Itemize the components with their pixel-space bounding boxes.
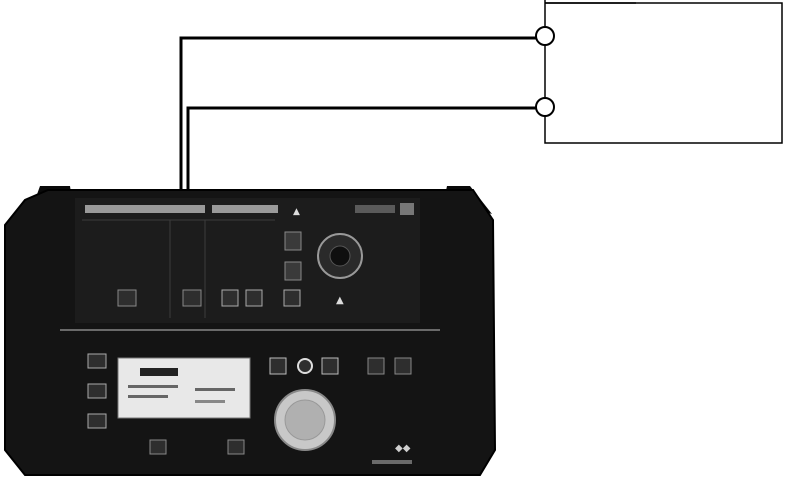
warning-icon: ▲ [293, 207, 300, 217]
load-box [544, 0, 783, 144]
rotary-knob-upper-center [329, 245, 351, 267]
brand-name-strip [372, 460, 412, 464]
upper-side-button-1[interactable] [284, 231, 302, 251]
lower-side-button-1[interactable] [87, 353, 107, 369]
wire-lower [186, 106, 536, 210]
control-round-button[interactable] [297, 358, 313, 374]
display-line-2 [128, 395, 168, 398]
lower-button-1[interactable] [149, 439, 167, 455]
label-strip-left [85, 205, 205, 213]
label-strip-middle [212, 205, 278, 213]
lower-side-button-3[interactable] [87, 413, 107, 429]
panel-button-2[interactable] [182, 289, 202, 307]
display-line-1 [128, 385, 178, 388]
brand-logo-icon [400, 203, 414, 215]
control-button-4[interactable] [394, 357, 412, 375]
panel-button-4[interactable] [245, 289, 263, 307]
rotary-knob-center [284, 399, 326, 441]
lower-button-2[interactable] [227, 439, 245, 455]
load-box-outline [544, 0, 783, 144]
control-button-3[interactable] [367, 357, 385, 375]
panel-button-1[interactable] [117, 289, 137, 307]
wire-upper [179, 36, 536, 200]
brand-mark-icon: ◆◆ [395, 443, 411, 454]
terminal-lower [535, 97, 555, 117]
wires [179, 36, 536, 210]
control-button-1[interactable] [269, 357, 287, 375]
display-line-3 [195, 388, 235, 391]
instrument-device: ▲ ▲ [4, 186, 497, 476]
lower-side-button-2[interactable] [87, 383, 107, 399]
terminal-upper [535, 26, 555, 46]
brand-label-plate [355, 205, 395, 213]
panel-button-5[interactable] [283, 289, 301, 307]
upper-side-button-2[interactable] [284, 261, 302, 281]
control-button-2[interactable] [321, 357, 339, 375]
display-reading-bar [140, 368, 178, 376]
warning-icon-lower: ▲ [336, 295, 344, 306]
panel-button-3[interactable] [221, 289, 239, 307]
display-line-4 [195, 400, 225, 403]
